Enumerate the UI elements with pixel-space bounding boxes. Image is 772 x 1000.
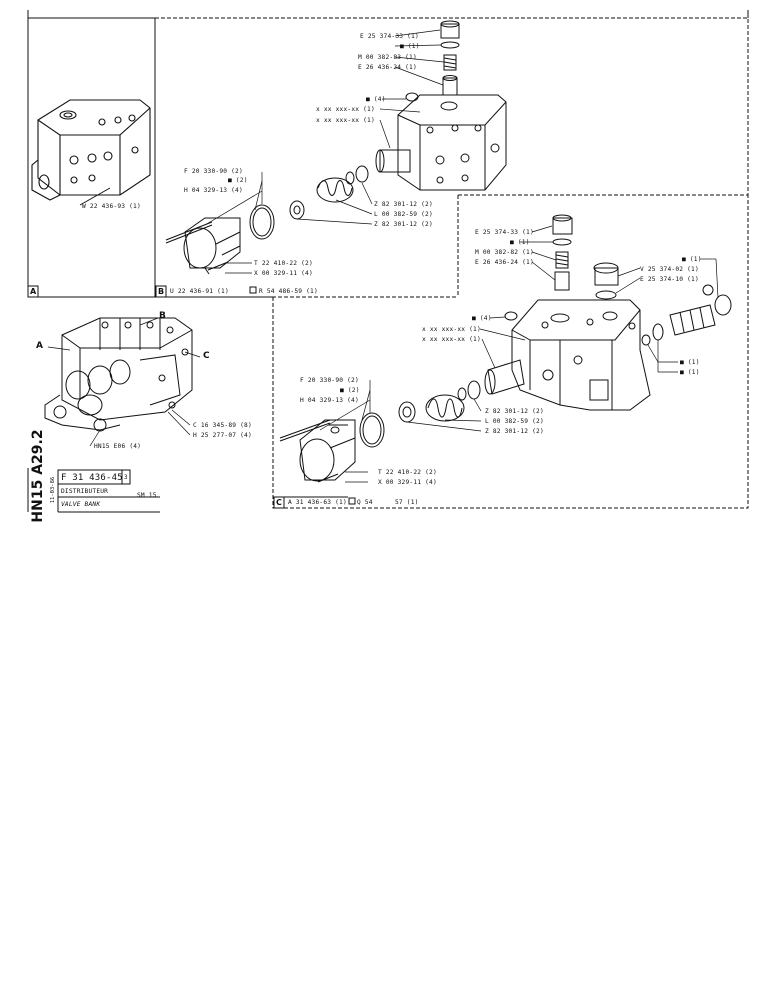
sheet-title-fr: DISTRIBUTEUR <box>61 488 109 495</box>
section-c-assembly: A 31 436-63 (1) <box>288 499 347 506</box>
part-label: Z 82 301-12 (2) <box>374 221 433 228</box>
part-label: C 16 345-89 (8) <box>193 422 252 429</box>
overview-callout-a: A <box>36 341 43 351</box>
part-label: L 00 382-59 (2) <box>485 418 544 425</box>
part-label: E 26 436-24 (1) <box>358 64 417 71</box>
overview-valve-bank <box>44 317 193 432</box>
part-label: x xx xxx-xx (1) <box>316 117 375 124</box>
part-label: M 00 382-83 (1) <box>358 54 417 61</box>
sheet-model: SM 15 <box>137 492 157 499</box>
kit-c-box-icon <box>348 497 356 505</box>
part-label: ■ (1) <box>680 359 700 366</box>
part-label: E 26 436-24 (1) <box>475 259 534 266</box>
kit-b-box-icon <box>249 286 257 294</box>
part-label: E 25 374-33 (1) <box>360 33 419 40</box>
part-label-a-body: W 22 436-93 (1) <box>82 203 141 210</box>
part-label: ■ (1) <box>682 256 702 263</box>
part-label: Z 82 301-12 (2) <box>374 201 433 208</box>
part-label: H 04 329-13 (4) <box>300 397 359 404</box>
part-label: Z 82 301-12 (2) <box>485 428 544 435</box>
section-c-kit: Q 54 <box>357 499 373 506</box>
part-label: X 00 329-11 (4) <box>378 479 437 486</box>
part-label: x xx xxx-xx (1) <box>422 336 481 343</box>
section-c-tag-box <box>273 496 285 509</box>
sheet-part-number: F 31 436-45 <box>61 473 123 483</box>
section-a-frame <box>27 17 156 298</box>
section-b-tag: B <box>158 287 165 296</box>
part-label: ■ (1) <box>510 239 530 246</box>
section-c-parts <box>279 214 732 483</box>
sheet-date: 11-03-86 <box>50 476 56 504</box>
part-label: ■ (2) <box>340 387 360 394</box>
part-label: L 00 382-59 (2) <box>374 211 433 218</box>
part-label: ■ (2) <box>228 177 248 184</box>
section-c-frame <box>272 195 749 509</box>
sheet-title-en: VALVE BANK <box>61 501 101 508</box>
part-label: ■ (4) <box>366 96 386 103</box>
section-c-kit-suffix: 57 (1) <box>395 499 419 506</box>
title-block <box>27 468 160 513</box>
part-label: ■ (1) <box>680 369 700 376</box>
part-label: T 22 410-22 (2) <box>254 260 313 267</box>
part-label: V 25 374-02 (1) <box>640 266 699 273</box>
section-a-tag-box <box>27 285 39 298</box>
part-label: HN15 E06 (4) <box>94 443 142 450</box>
section-a-valve-body <box>31 99 151 201</box>
part-label: E 25 374-10 (1) <box>640 276 699 283</box>
part-label: ■ (1) <box>400 43 420 50</box>
part-label: H 25 277-07 (4) <box>193 432 252 439</box>
overview-callout-b: B <box>159 311 166 321</box>
part-label: E 25 374-33 (1) <box>475 229 534 236</box>
sheet-revision: 3 <box>124 474 128 481</box>
part-label: F 20 330-90 (2) <box>184 168 243 175</box>
section-b-kit: R 54 486-59 (1) <box>259 288 318 295</box>
part-label: x xx xxx-xx (1) <box>422 326 481 333</box>
section-b-parts <box>165 20 507 275</box>
section-a-tag: A <box>30 287 37 296</box>
section-b-assembly: U 22 436-91 (1) <box>170 288 229 295</box>
part-label: M 00 382-82 (1) <box>475 249 534 256</box>
part-label: T 22 410-22 (2) <box>378 469 437 476</box>
part-label: H 04 329-13 (4) <box>184 187 243 194</box>
overview-callout-c: C <box>203 351 210 361</box>
part-label: ■ (4) <box>472 315 492 322</box>
section-b-tag-box <box>155 285 167 298</box>
sheet-code: HN15 A29.2 <box>30 429 46 523</box>
part-label: x xx xxx-xx (1) <box>316 106 375 113</box>
part-label: F 20 330-90 (2) <box>300 377 359 384</box>
part-label: Z 82 301-12 (2) <box>485 408 544 415</box>
section-c-tag: C <box>276 498 282 507</box>
part-label: X 00 329-11 (4) <box>254 270 313 277</box>
